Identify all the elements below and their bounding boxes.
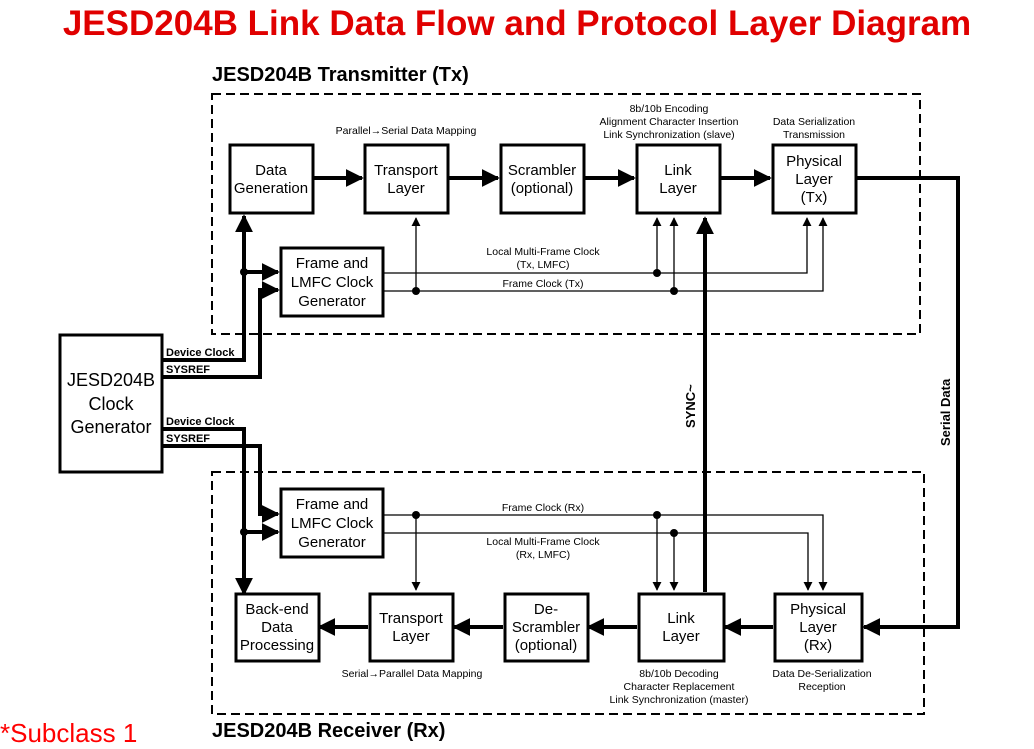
tx-scrambler-block: Scrambler (optional): [499, 143, 586, 215]
tx-link-note: 8b/10b Encoding Alignment Character Inse…: [600, 103, 739, 141]
subclass-footnote: *Subclass 1: [0, 718, 138, 748]
signal-label-line: (Tx, LMFC): [516, 259, 569, 271]
note-line: 8b/10b Decoding: [639, 668, 719, 680]
label-line: (Rx): [804, 637, 832, 654]
jesd204b-clock-generator-block: JESD204B Clock Generator: [58, 333, 164, 474]
tx-transport-layer-block: Transport Layer: [363, 143, 450, 215]
label-line: Layer: [799, 619, 837, 636]
diagram-title: JESD204B Link Data Flow and Protocol Lay…: [62, 4, 972, 43]
rx-frame-lmfc-clock-generator-block: Frame and LMFC Clock Generator: [279, 487, 385, 559]
label-line: Clock: [88, 394, 134, 414]
rx-device-clock-label: Device Clock: [166, 416, 235, 428]
tx-transport-note: Parallel→Serial Data Mapping: [336, 125, 477, 137]
note-line: Link Synchronization (slave): [603, 129, 734, 141]
note-line: Transmission: [783, 129, 845, 141]
note-line: 8b/10b Encoding: [630, 103, 709, 115]
rx-frame-clock-line: [384, 511, 828, 591]
rx-descrambler-block: De- Scrambler (optional): [503, 592, 590, 663]
label-line: Generator: [298, 534, 366, 551]
label-line: Transport: [379, 610, 443, 627]
label-line: Data: [261, 619, 293, 636]
signal-label-line: Local Multi-Frame Clock: [486, 536, 600, 548]
serial-data-label: Serial Data: [938, 378, 953, 446]
rx-backend-data-processing-block: Back-end Data Processing: [234, 592, 321, 663]
serial-data-link: [856, 176, 960, 636]
label-line: Transport: [374, 162, 438, 179]
label-line: Generation: [234, 180, 308, 197]
label-line: (optional): [515, 637, 578, 654]
sync-label: SYNC~: [683, 384, 698, 428]
note-line: Character Replacement: [624, 681, 735, 693]
tx-physical-note: Data Serialization Transmission: [773, 116, 855, 141]
label-line: LMFC Clock: [291, 515, 374, 532]
rx-transport-layer-block: Transport Layer: [368, 592, 455, 663]
tx-link-layer-block: Link Layer: [635, 143, 722, 215]
rx-device-clock-line: [162, 427, 280, 596]
label-line: Generator: [70, 417, 151, 437]
label-line: Layer: [392, 628, 430, 645]
label-line: Processing: [240, 637, 314, 654]
label-line: Frame and: [296, 255, 369, 272]
label-line: De-: [534, 601, 558, 618]
rx-link-note: 8b/10b Decoding Character Replacement Li…: [610, 668, 749, 706]
rx-transport-note: Serial→Parallel Data Mapping: [342, 668, 483, 680]
rx-lmfc-label: Local Multi-Frame Clock (Rx, LMFC): [486, 536, 600, 561]
tx-device-clock-label: Device Clock: [166, 347, 235, 359]
transmitter-boundary: [211, 93, 921, 335]
tx-sysref-label: SYSREF: [166, 364, 210, 376]
label-line: Layer: [659, 180, 697, 197]
label-line: Back-end: [245, 601, 308, 618]
signal-label-line: (Rx, LMFC): [516, 549, 570, 561]
rx-physical-layer-block: Physical Layer (Rx): [773, 592, 864, 663]
rx-link-layer-block: Link Layer: [637, 592, 726, 663]
note-line: Reception: [798, 681, 845, 693]
rx-sysref-label: SYSREF: [166, 433, 210, 445]
receiver-title: JESD204B Receiver (Rx): [212, 720, 446, 742]
label-line: Layer: [795, 171, 833, 188]
label-line: Link: [667, 610, 695, 627]
tx-lmfc-line: [384, 217, 812, 277]
rx-sysref-line: [162, 444, 280, 523]
label-line: Link: [664, 162, 692, 179]
label-line: (optional): [511, 180, 574, 197]
note-line: Alignment Character Insertion: [600, 116, 739, 128]
tx-device-clock-line: [162, 214, 280, 362]
note-line: Data De-Serialization: [772, 668, 871, 680]
label-line: Scrambler: [508, 162, 576, 179]
tx-physical-layer-block: Physical Layer (Tx): [771, 143, 858, 215]
receiver-boundary: [211, 471, 925, 715]
tx-lmfc-label: Local Multi-Frame Clock (Tx, LMFC): [486, 246, 600, 271]
label-line: Layer: [662, 628, 700, 645]
label-line: Scrambler: [512, 619, 580, 636]
transmitter-title: JESD204B Transmitter (Tx): [212, 64, 469, 86]
rx-lmfc-line: [384, 529, 813, 591]
label-line: JESD204B: [67, 370, 155, 390]
label-line: Data: [255, 162, 287, 179]
label-line: Physical: [786, 153, 842, 170]
note-line: Data Serialization: [773, 116, 855, 128]
signal-label-line: Local Multi-Frame Clock: [486, 246, 600, 258]
label-line: Physical: [790, 601, 846, 618]
label-line: (Tx): [801, 189, 828, 206]
tx-data-generation-block: Data Generation: [228, 143, 315, 215]
tx-frame-clock-label: Frame Clock (Tx): [502, 278, 583, 290]
tx-frame-clock-line: [384, 217, 828, 295]
tx-sysref-line: [162, 281, 280, 379]
tx-frame-lmfc-clock-generator-block: Frame and LMFC Clock Generator: [279, 246, 385, 318]
label-line: Generator: [298, 293, 366, 310]
label-line: Layer: [387, 180, 425, 197]
label-line: Frame and: [296, 496, 369, 513]
label-line: LMFC Clock: [291, 274, 374, 291]
rx-physical-note: Data De-Serialization Reception: [772, 668, 871, 693]
note-line: Link Synchronization (master): [610, 694, 749, 706]
rx-frame-clock-label: Frame Clock (Rx): [502, 502, 584, 514]
